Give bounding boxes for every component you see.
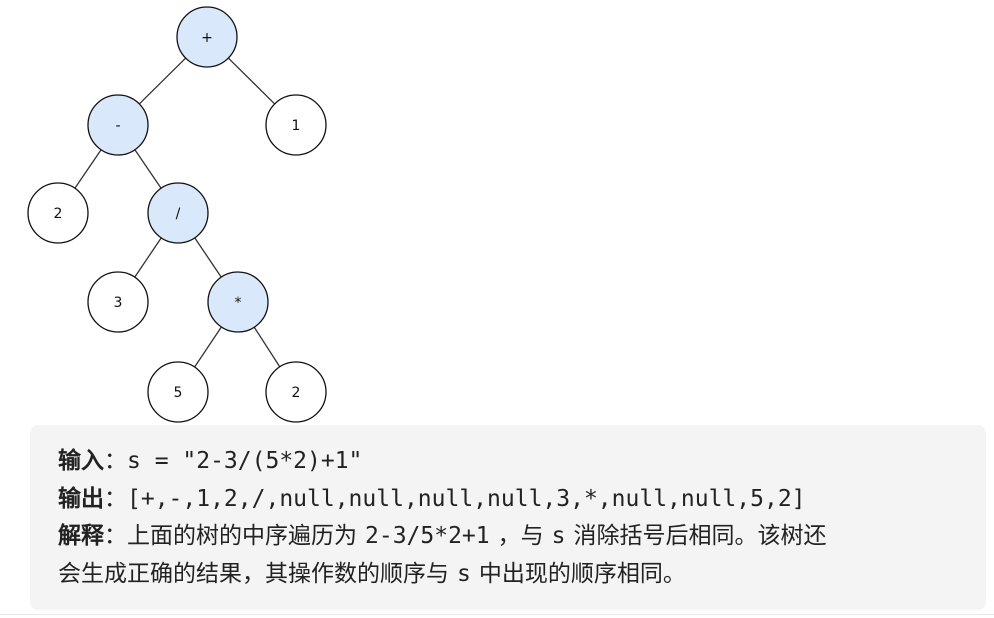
tree-node-one: 1: [265, 94, 327, 156]
tree-node-label: *: [235, 295, 242, 311]
tree-node-label: 2: [292, 385, 301, 401]
tree-edge-times-two_right: [253, 326, 281, 368]
explanation-text-2: ，与: [497, 523, 544, 549]
tree-edge-divide-three: [134, 237, 162, 278]
tree-node-minus: -: [87, 94, 149, 156]
tree-node-label: 5: [174, 385, 183, 401]
tree-edge-minus-two_left: [74, 149, 102, 189]
tree-node-three: 3: [87, 271, 149, 333]
tree-node-circle: [147, 182, 209, 244]
tree-node-circle: [207, 271, 269, 333]
tree-node-circle: [27, 182, 89, 244]
tree-node-divide: /: [147, 182, 209, 244]
example-explanation-line-1: 解释：上面的树的中序遍历为 2-3/5*2+1 ，与 s 消除括号后相同。该树还: [58, 518, 958, 556]
tree-edge-plus-one: [227, 57, 276, 105]
explanation-code-expression: 2-3/5*2+1: [365, 523, 490, 549]
output-label: 输出: [58, 485, 104, 512]
explanation-line2-code-s: s: [457, 560, 471, 587]
tree-node-label: /: [176, 206, 181, 222]
tree-edge-times-five: [194, 326, 222, 368]
bottom-divider: [0, 614, 994, 615]
tree-node-circle: [265, 361, 327, 423]
example-output-line: 输出：[+,-,1,2,/,null,null,null,null,3,*,nu…: [58, 481, 958, 519]
tree-edge-divide-times: [194, 237, 222, 278]
tree-node-circle: [87, 94, 149, 156]
tree-node-five: 5: [147, 361, 209, 423]
explanation-text-3: 消除括号后相同。该树还: [573, 523, 827, 549]
tree-node-circle: [87, 271, 149, 333]
tree-node-label: +: [201, 30, 213, 46]
explanation-line2-text-1: 会生成正确的结果，其操作数的顺序与: [58, 560, 449, 587]
explanation-label: 解释: [58, 523, 104, 549]
input-value: s = "2-3/(5*2)+1": [127, 448, 363, 474]
tree-edges: [74, 57, 281, 368]
tree-edge-plus-minus: [138, 57, 187, 105]
tree-node-label: -: [115, 118, 120, 134]
output-colon: ：: [104, 485, 127, 512]
explanation-code-s: s: [551, 523, 566, 549]
expression-tree-diagram: + - 1 2 / 3 * 5 2: [27, 6, 327, 423]
tree-node-two_right: 2: [265, 361, 327, 423]
explanation-colon: ：: [104, 523, 127, 549]
tree-node-circle: [176, 6, 238, 68]
tree-edge-minus-divide: [134, 149, 162, 189]
explanation-line2-text-2: 中出现的顺序相同。: [478, 560, 686, 587]
tree-node-two_left: 2: [27, 182, 89, 244]
tree-node-label: 1: [292, 118, 301, 134]
explanation-text-1: 上面的树的中序遍历为: [127, 523, 357, 549]
example-input-line: 输入：s = "2-3/(5*2)+1": [58, 443, 958, 481]
tree-nodes: + - 1 2 / 3 * 5 2: [27, 6, 327, 423]
tree-node-times: *: [207, 271, 269, 333]
tree-node-label: 2: [54, 206, 63, 222]
example-box: 输入：s = "2-3/(5*2)+1" 输出：[+,-,1,2,/,null,…: [30, 425, 986, 610]
input-label: 输入: [58, 448, 104, 474]
input-colon: ：: [104, 448, 127, 474]
tree-node-plus: +: [176, 6, 238, 68]
example-explanation-line-2: 会生成正确的结果，其操作数的顺序与 s 中出现的顺序相同。: [58, 556, 958, 594]
tree-node-label: 3: [114, 295, 123, 311]
tree-node-circle: [265, 94, 327, 156]
tree-node-circle: [147, 361, 209, 423]
output-value: [+,-,1,2,/,null,null,null,null,3,*,null,…: [127, 485, 806, 512]
